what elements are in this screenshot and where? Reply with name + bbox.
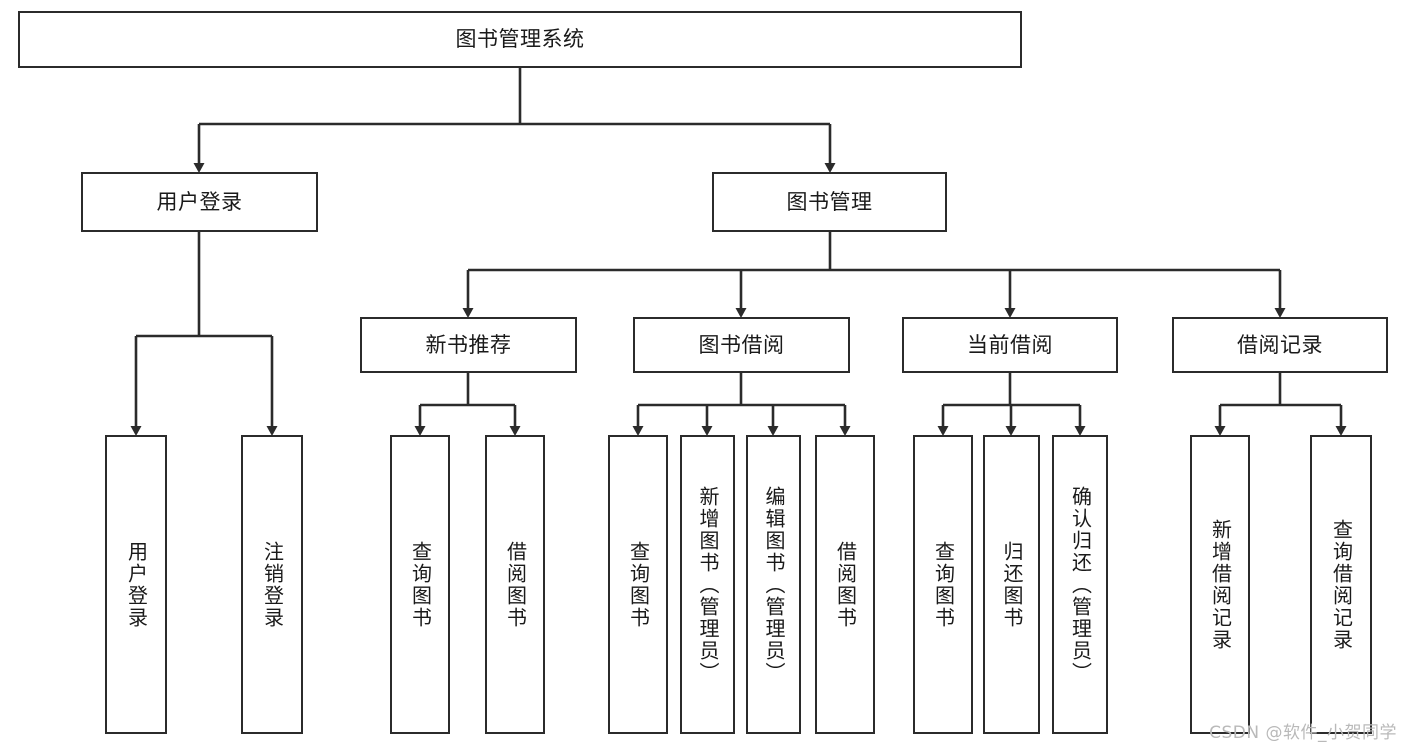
leaf-borrow-book-recommend-label: 借阅图书 <box>503 540 528 629</box>
node-book-management[interactable]: 图书管理 <box>712 172 947 232</box>
node-root[interactable]: 图书管理系统 <box>18 11 1022 68</box>
leaf-edit-book-admin[interactable]: 编辑图书（管理员） <box>746 435 801 734</box>
leaf-borrow-book[interactable]: 借阅图书 <box>815 435 875 734</box>
leaf-borrow-book-recommend[interactable]: 借阅图书 <box>485 435 545 734</box>
leaf-query-book-current-label: 查询图书 <box>931 540 956 629</box>
leaf-return-book-label: 归还图书 <box>1000 540 1024 629</box>
leaf-logout-label: 注销登录 <box>260 540 285 629</box>
leaf-confirm-return-admin-label: 确认归还（管理员） <box>1068 485 1093 684</box>
leaf-query-book-borrow[interactable]: 查询图书 <box>608 435 668 734</box>
node-book-borrow-label: 图书借阅 <box>698 332 785 357</box>
leaf-query-book-borrow-label: 查询图书 <box>626 540 651 629</box>
leaf-add-book-admin[interactable]: 新增图书（管理员） <box>680 435 735 734</box>
leaf-query-borrow-record-label: 查询借阅记录 <box>1329 518 1354 651</box>
node-current-borrow[interactable]: 当前借阅 <box>902 317 1118 373</box>
node-user-login-label: 用户登录 <box>156 189 243 214</box>
leaf-add-book-admin-label: 新增图书（管理员） <box>696 485 720 684</box>
node-new-book-recommend[interactable]: 新书推荐 <box>360 317 577 373</box>
leaf-return-book[interactable]: 归还图书 <box>983 435 1040 734</box>
leaf-logout[interactable]: 注销登录 <box>241 435 303 734</box>
node-user-login[interactable]: 用户登录 <box>81 172 318 232</box>
leaf-confirm-return-admin[interactable]: 确认归还（管理员） <box>1052 435 1108 734</box>
node-book-borrow[interactable]: 图书借阅 <box>633 317 850 373</box>
node-borrow-record-label: 借阅记录 <box>1237 332 1323 357</box>
node-root-label: 图书管理系统 <box>455 27 585 52</box>
leaf-query-book-recommend[interactable]: 查询图书 <box>390 435 450 734</box>
leaf-user-login-label: 用户登录 <box>124 540 149 629</box>
leaf-query-book-recommend-label: 查询图书 <box>408 540 433 629</box>
node-current-borrow-label: 当前借阅 <box>967 332 1053 357</box>
node-new-book-recommend-label: 新书推荐 <box>425 332 512 357</box>
leaf-add-borrow-record[interactable]: 新增借阅记录 <box>1190 435 1250 734</box>
leaf-add-borrow-record-label: 新增借阅记录 <box>1208 518 1233 651</box>
node-book-management-label: 图书管理 <box>786 189 873 214</box>
leaf-user-login[interactable]: 用户登录 <box>105 435 167 734</box>
leaf-borrow-book-label: 借阅图书 <box>833 540 858 629</box>
leaf-edit-book-admin-label: 编辑图书（管理员） <box>762 485 786 684</box>
leaf-query-borrow-record[interactable]: 查询借阅记录 <box>1310 435 1372 734</box>
watermark: CSDN @软件_小贺同学 <box>1209 723 1397 743</box>
leaf-query-book-current[interactable]: 查询图书 <box>913 435 973 734</box>
node-borrow-record[interactable]: 借阅记录 <box>1172 317 1388 373</box>
